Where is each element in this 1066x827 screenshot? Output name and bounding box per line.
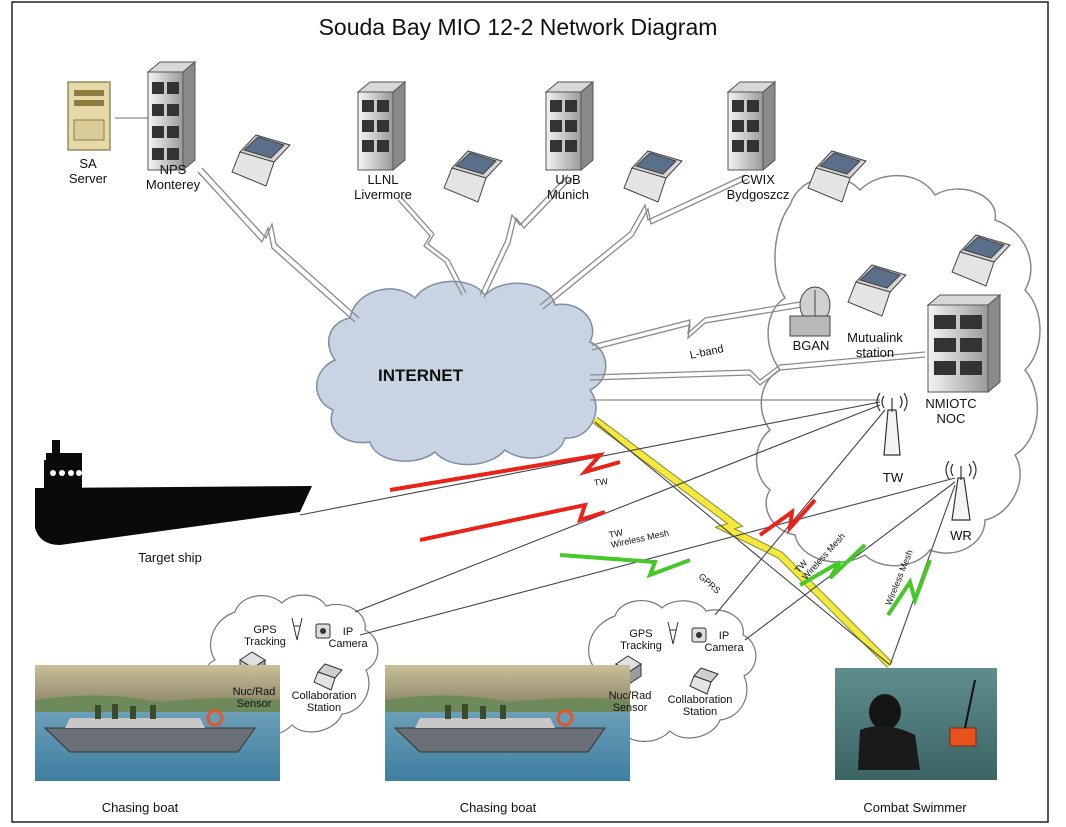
- laptop-icon: [807, 150, 867, 203]
- chasing-boat-photo: [385, 665, 630, 781]
- laptop-icon: [951, 234, 1011, 287]
- chasing-boat-caption: Chasing boat: [459, 800, 537, 815]
- combat-swimmer-photo: [835, 668, 997, 780]
- laptop-icon: [313, 663, 343, 691]
- chasing-boat-photo: [35, 665, 280, 781]
- laptop-icon: [847, 264, 907, 317]
- nmiotc-server-icon: [926, 293, 1002, 394]
- ip-camera-icon: [691, 627, 707, 643]
- tw-antenna-label: TW: [882, 470, 904, 485]
- antenna-icon: [945, 460, 977, 521]
- page-frame: [11, 1, 1049, 823]
- satellite-dish-icon: [789, 286, 831, 337]
- laptop-icon: [689, 667, 719, 695]
- tw-links: [389, 452, 817, 542]
- target-ship-icon: [35, 440, 312, 545]
- sa-server-icon: [67, 81, 111, 151]
- combat-swimmer-caption: Combat Swimmer: [863, 800, 967, 815]
- laptop-icon: [443, 150, 503, 203]
- gps-antenna-icon: [291, 617, 303, 641]
- wr-antenna-label: WR: [950, 528, 972, 543]
- chasing-boat-caption: Chasing boat: [101, 800, 179, 815]
- tw-link-label: TW: [593, 476, 609, 488]
- gps-antenna-icon: [667, 621, 679, 645]
- nps-server-icon: [146, 60, 197, 172]
- target-ship-caption: Target ship: [138, 550, 202, 565]
- gprs-link: [592, 416, 893, 668]
- uob-server-icon: [544, 80, 595, 172]
- ip-camera-icon: [315, 623, 331, 639]
- internet-links: [115, 117, 926, 401]
- diagram-title: Souda Bay MIO 12-2 Network Diagram: [318, 14, 718, 40]
- bgan-label: BGAN: [792, 338, 830, 353]
- laptop-icon: [623, 150, 683, 203]
- llnl-server-icon: [356, 80, 407, 172]
- cwix-server-icon: [726, 80, 777, 172]
- mesh-links: [559, 543, 932, 617]
- internet-label: INTERNET: [378, 366, 463, 385]
- antenna-icon: [876, 392, 908, 456]
- laptop-icon: [231, 134, 291, 187]
